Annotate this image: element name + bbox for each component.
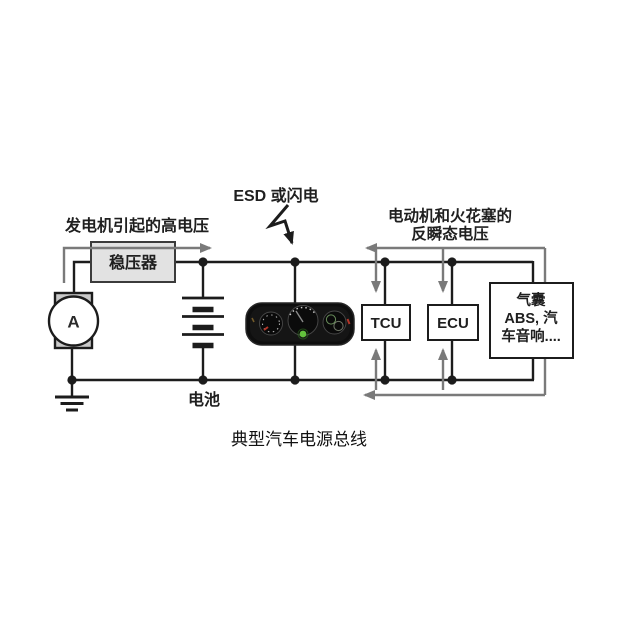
regulator-label: 稳压器 [109,253,158,272]
loads-label-line2: ABS, 汽 [504,309,558,327]
surge-arrows [62,243,545,400]
alternator-top-lead [72,260,91,294]
tcu-block: TCU [361,304,411,341]
ecu-block: ECU [427,304,479,341]
ammeter-label: A [67,313,79,332]
battery-label: 电池 [188,390,220,409]
figure-caption: 典型汽车电源总线 [231,430,367,449]
transient-label-line1: 电动机和火花塞的 [388,206,512,225]
esd-label: ESD 或闪电 [233,186,318,205]
battery-icon [182,296,224,349]
tcu-label: TCU [371,315,402,332]
instrument-cluster-image [245,302,355,346]
alternator-symbol: A [47,291,100,350]
generator-surge-label: 发电机引起的高电压 [64,216,209,235]
loads-block: 气囊 ABS, 汽 车音响.... [489,282,574,359]
loads-label-line1: 气囊 [516,291,546,309]
ground-icon [55,395,89,412]
junction-dots [67,257,457,385]
generator-surge-arrow [62,243,212,283]
transient-label-line2: 反瞬态电压 [411,224,489,243]
ecu-label: ECU [437,315,469,332]
loads-label-line3: 车音响.... [501,327,561,345]
lightning-icon [265,204,294,245]
